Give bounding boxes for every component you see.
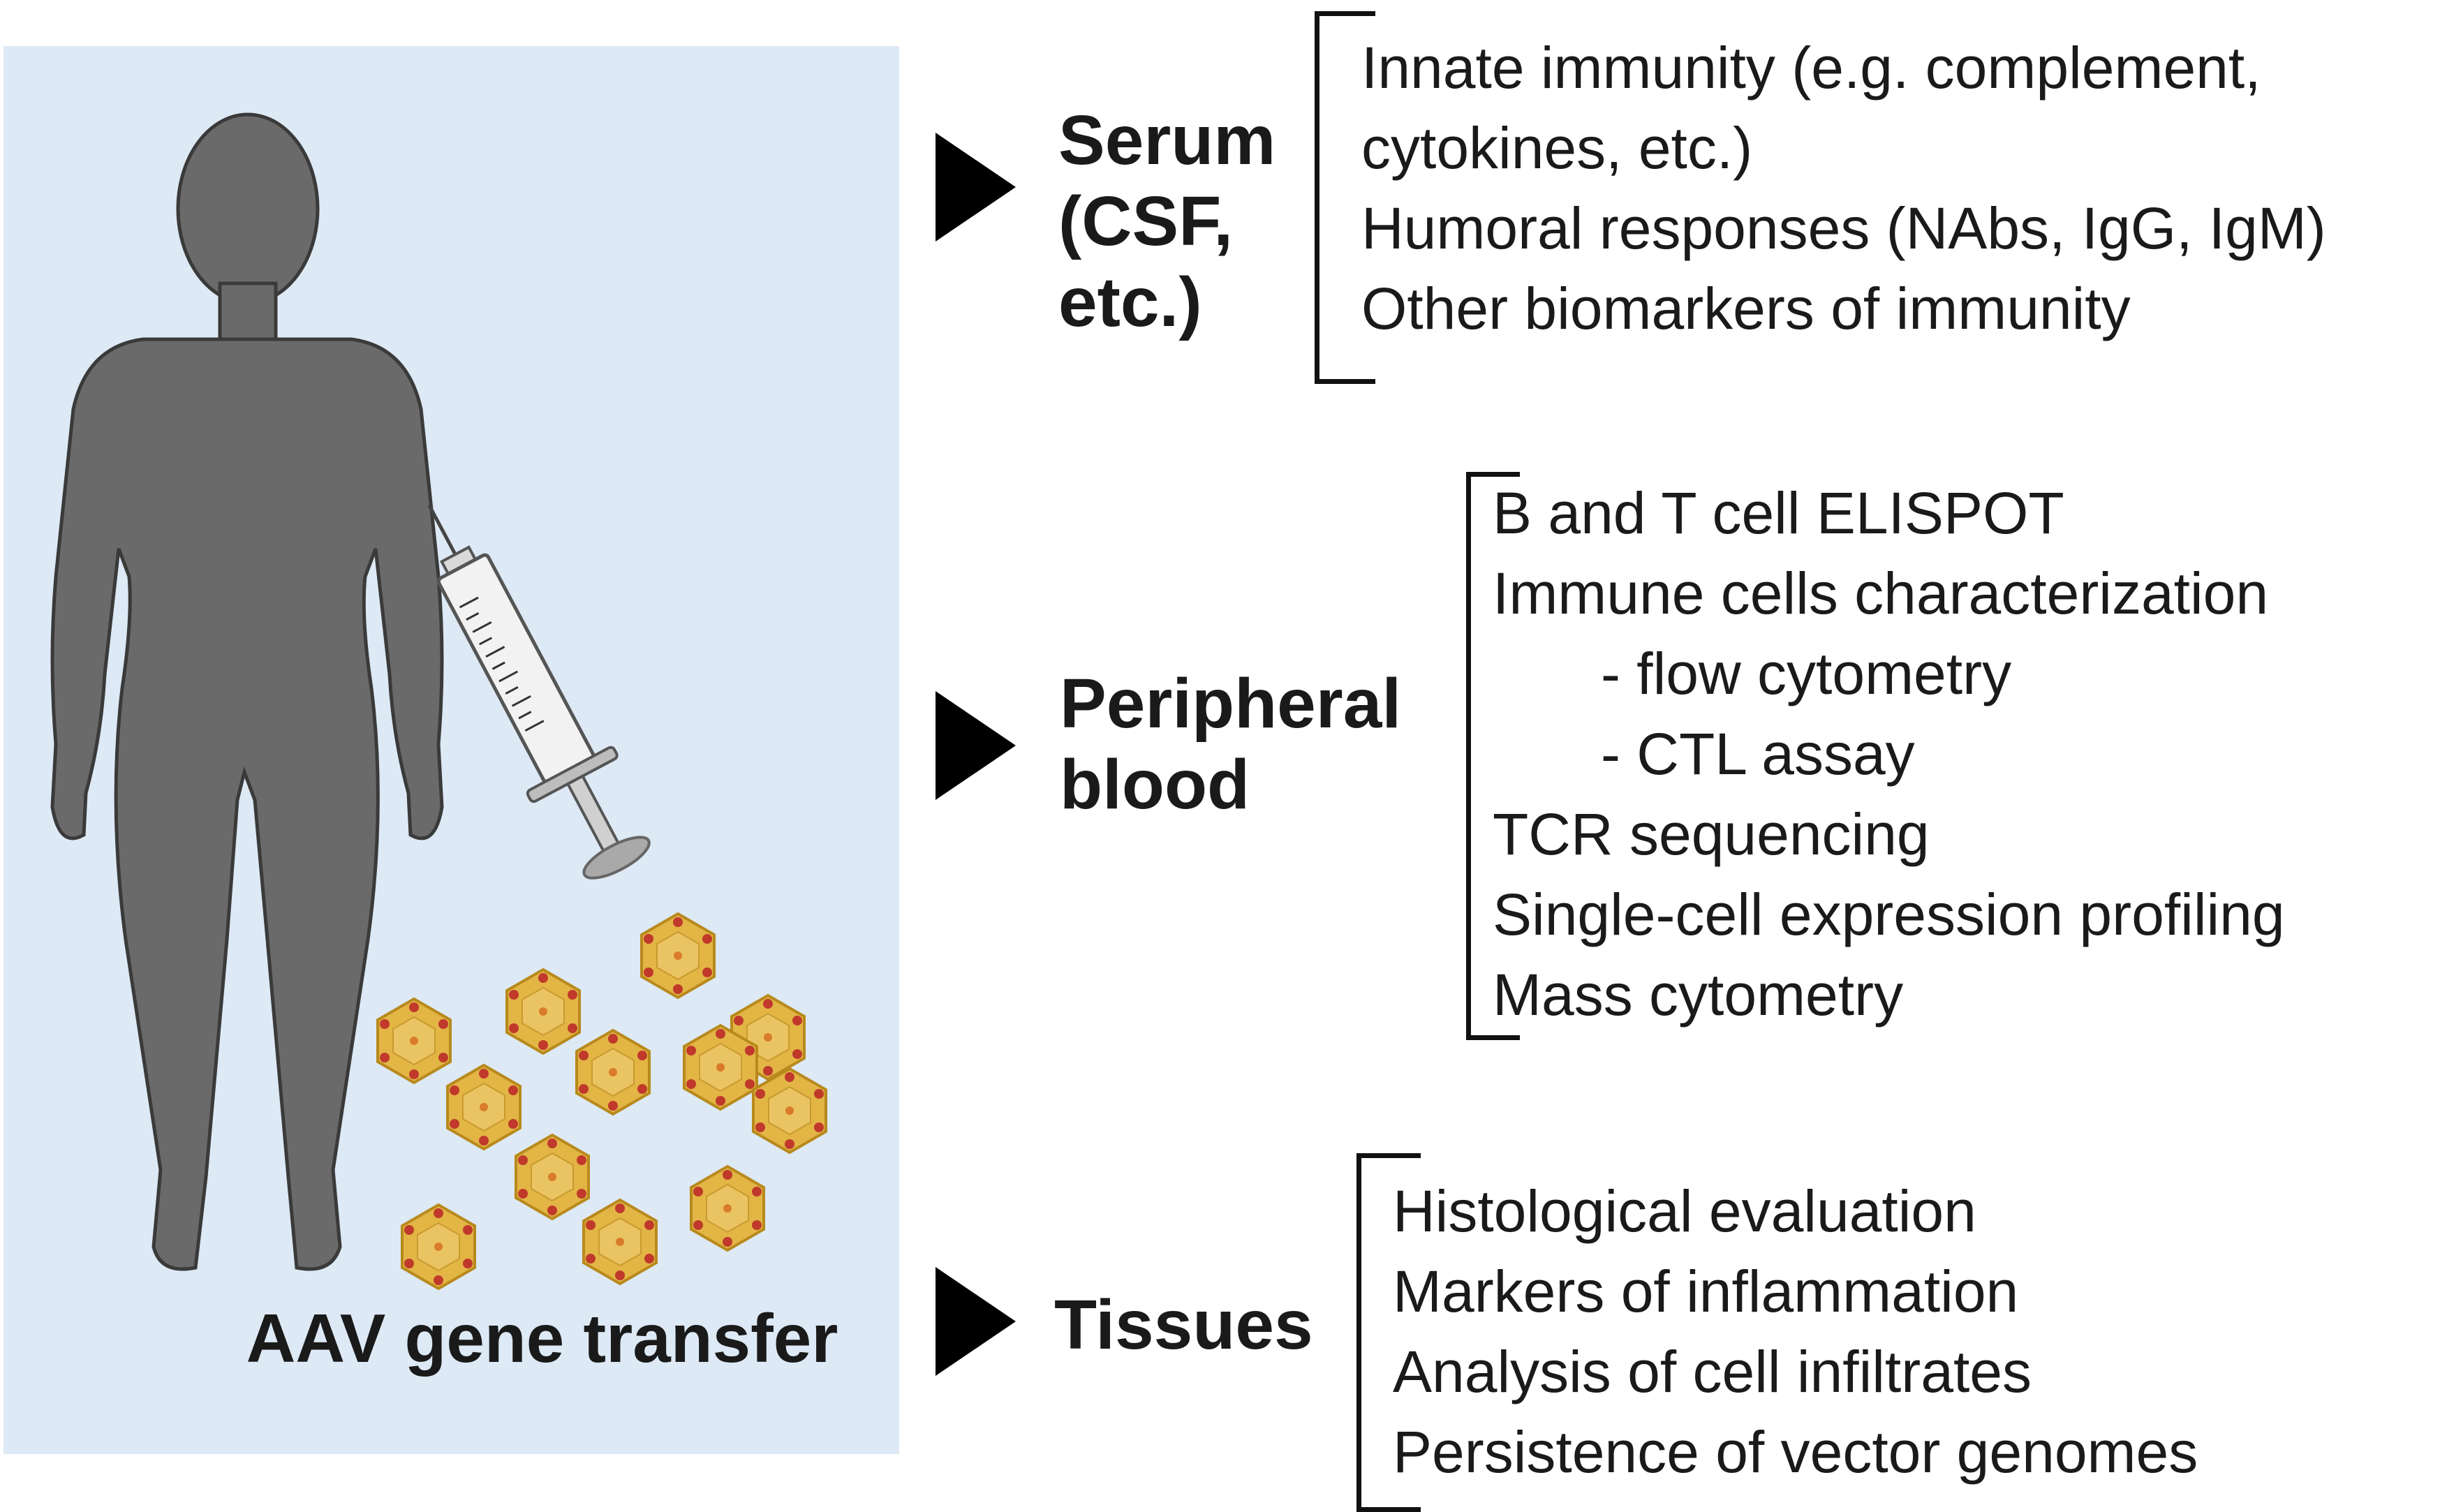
list-item: Analysis of cell infiltrates: [1393, 1339, 2032, 1404]
aav-capsid-icon: [582, 1199, 658, 1285]
bracket-serum: [1315, 11, 1375, 384]
list-item: Markers of inflammation: [1393, 1259, 2019, 1324]
aav-capsid-icon: [752, 1067, 827, 1154]
list-peripheral-blood: B and T cell ELISPOT Immune cells charac…: [1493, 473, 2285, 1035]
list-item: B and T cell ELISPOT: [1493, 480, 2064, 546]
list-item: Immune cells characterization: [1493, 561, 2269, 626]
list-item: - CTL assay: [1601, 721, 1915, 787]
list-item: Single-cell expression profiling: [1493, 882, 2285, 947]
section-title-line: Peripheral: [1060, 665, 1402, 743]
syringe-icon: [427, 504, 651, 880]
list-item: cytokines, etc.): [1361, 115, 1753, 181]
arrow-peripheral-blood: [936, 691, 1016, 800]
aav-capsid-icon: [446, 1064, 522, 1150]
aav-capsid-icon: [515, 1134, 590, 1220]
illustration-panel: [3, 46, 899, 1454]
head-shape: [176, 112, 320, 305]
body-shape: [50, 337, 444, 1271]
section-title-line: (CSF,: [1058, 182, 1233, 260]
illustration-svg: [50, 112, 827, 1290]
list-item: Innate immunity (e.g. complement,: [1361, 35, 2261, 101]
syringe-scale: [459, 596, 545, 732]
aav-capsid-icon: [690, 1165, 765, 1252]
syringe-needle: [427, 504, 461, 562]
section-title-tissues: Tissues: [1054, 1284, 1313, 1365]
aav-capsid-icon: [575, 1029, 651, 1116]
bracket-tissues: [1356, 1153, 1421, 1512]
aav-capsid-icon: [505, 968, 581, 1055]
section-title-line: etc.): [1058, 263, 1202, 341]
list-item: TCR sequencing: [1493, 801, 1930, 867]
section-title-peripheral-blood: Peripheral blood: [1060, 663, 1401, 825]
list-item: Persistence of vector genomes: [1393, 1419, 2198, 1485]
aav-capsid-icon: [401, 1203, 476, 1290]
list-item: Other biomarkers of immunity: [1361, 276, 2131, 341]
section-title-line: Serum: [1058, 101, 1276, 179]
list-tissues: Histological evaluation Markers of infla…: [1393, 1171, 2198, 1492]
syringe-barrel: [436, 553, 596, 784]
caption-aav-gene-transfer: AAV gene transfer: [246, 1300, 838, 1377]
syringe-plunger-head: [582, 836, 651, 880]
aav-capsid-group: [376, 912, 827, 1290]
aav-capsid-icon: [376, 998, 452, 1084]
neck-shape: [218, 281, 278, 341]
list-serum: Innate immunity (e.g. complement, cytoki…: [1361, 28, 2326, 349]
list-item: Mass cytometry: [1493, 962, 1904, 1028]
list-item: Humoral responses (NAbs, IgG, IgM): [1361, 195, 2326, 261]
list-item: Histological evaluation: [1393, 1178, 1976, 1244]
list-item: - flow cytometry: [1601, 641, 2012, 706]
arrow-tissues: [936, 1267, 1016, 1376]
section-title-serum: Serum (CSF, etc.): [1058, 100, 1276, 343]
bracket-peripheral-blood: [1466, 472, 1520, 1040]
aav-capsid-icon: [640, 912, 716, 999]
section-title-line: blood: [1060, 746, 1250, 824]
section-title-line: Tissues: [1054, 1286, 1313, 1364]
human-silhouette-icon: [50, 112, 444, 1271]
arrow-serum: [936, 133, 1016, 242]
